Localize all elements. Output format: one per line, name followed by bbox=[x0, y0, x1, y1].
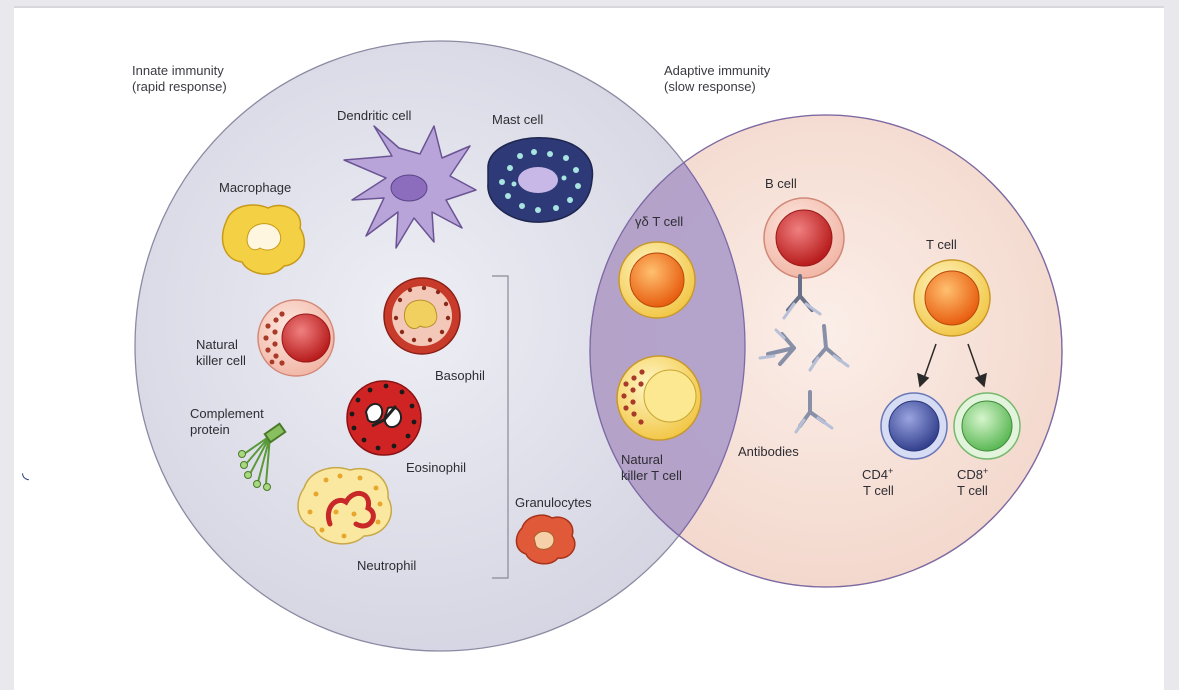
immunity-venn-diagram: Innate immunity (rapid response) Adaptiv… bbox=[132, 40, 1063, 652]
granulocytes-label: Granulocytes bbox=[515, 495, 592, 510]
nkt-cell-label-line1: Natural bbox=[621, 452, 663, 467]
antibodies-label: Antibodies bbox=[738, 444, 799, 459]
b-cell-icon bbox=[763, 197, 845, 279]
side-edge-glyph-icon: ◟ bbox=[22, 462, 29, 482]
cd4-plus: + bbox=[888, 466, 893, 476]
cd8-t-cell-icon bbox=[953, 392, 1021, 460]
t-cell-label: T cell bbox=[926, 237, 957, 252]
basophil-label: Basophil bbox=[435, 368, 485, 383]
complement-label-line1: Complement bbox=[190, 406, 264, 421]
granulocyte-icon bbox=[515, 514, 576, 565]
complement-protein-icon bbox=[238, 422, 287, 491]
eosinophil-label: Eosinophil bbox=[406, 460, 466, 475]
nk-cell-label-line1: Natural bbox=[196, 337, 238, 352]
antibodies-light-chains bbox=[758, 302, 850, 434]
innate-title: Innate immunity bbox=[132, 63, 224, 78]
innate-subtitle: (rapid response) bbox=[132, 79, 227, 94]
natural-killer-cell-icon bbox=[257, 299, 335, 377]
adaptive-subtitle: (slow response) bbox=[664, 79, 756, 94]
dendritic-cell-label: Dendritic cell bbox=[337, 108, 412, 123]
arrow-to-cd4-icon bbox=[917, 343, 937, 388]
cd4-t-cell-icon bbox=[880, 392, 948, 460]
b-cell-label: B cell bbox=[765, 176, 797, 191]
arrow-to-cd8-icon bbox=[967, 343, 987, 388]
complement-label-line2: protein bbox=[190, 422, 230, 437]
neutrophil-label: Neutrophil bbox=[357, 558, 416, 573]
basophil-icon bbox=[383, 277, 461, 355]
dendritic-cell-icon bbox=[343, 125, 477, 249]
macrophage-icon bbox=[221, 204, 305, 275]
gd-t-cell-label: γδ T cell bbox=[635, 214, 683, 229]
gd-t-cell-icon bbox=[618, 241, 696, 319]
adaptive-title: Adaptive immunity bbox=[664, 63, 771, 78]
cd4-t-cell-label-line2: T cell bbox=[863, 483, 894, 498]
nkt-cell-label-line2: killer T cell bbox=[621, 468, 682, 483]
neutrophil-icon bbox=[297, 467, 393, 545]
cd8-t-cell-label-line1: CD8+ bbox=[957, 466, 988, 482]
cd8-plus: + bbox=[983, 466, 988, 476]
cd4-t-cell-label-line1: CD4+ bbox=[862, 466, 893, 482]
mast-cell-icon bbox=[487, 137, 594, 223]
figure-frame: Innate immunity (rapid response) Adaptiv… bbox=[14, 6, 1164, 690]
cd8-text: CD8 bbox=[957, 467, 983, 482]
natural-killer-t-cell-icon bbox=[616, 355, 702, 441]
eosinophil-icon bbox=[346, 380, 422, 456]
t-cell-icon bbox=[913, 259, 991, 337]
nk-cell-label-line2: killer cell bbox=[196, 353, 246, 368]
mast-cell-label: Mast cell bbox=[492, 112, 543, 127]
cd8-t-cell-label-line2: T cell bbox=[957, 483, 988, 498]
macrophage-label: Macrophage bbox=[219, 180, 291, 195]
cd4-text: CD4 bbox=[862, 467, 888, 482]
granulocytes-bracket bbox=[492, 275, 509, 579]
